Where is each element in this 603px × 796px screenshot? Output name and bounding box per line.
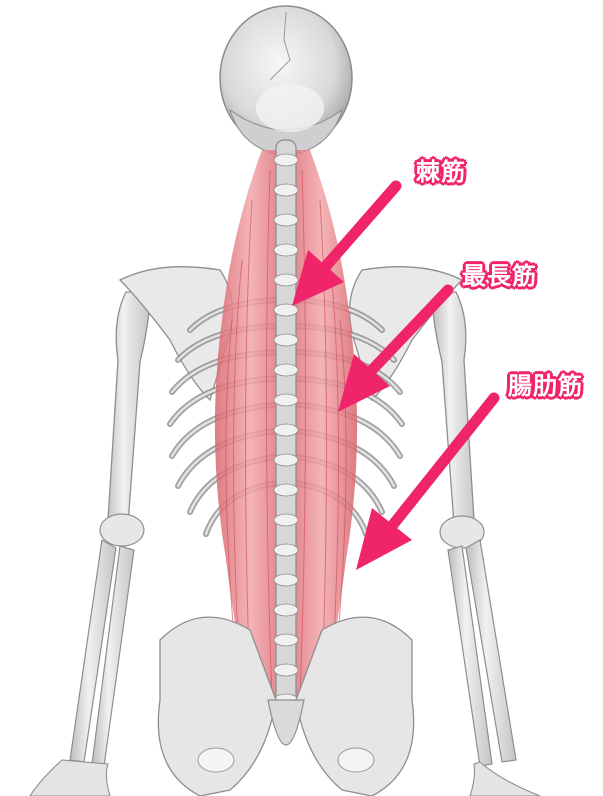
skull — [220, 6, 352, 156]
label-spinalis: 棘筋 — [416, 152, 466, 187]
label-longissimus: 最長筋 — [462, 256, 537, 291]
label-iliocostalis: 腸肋筋 — [508, 366, 583, 401]
left-arm — [30, 292, 150, 796]
spine — [274, 140, 298, 720]
